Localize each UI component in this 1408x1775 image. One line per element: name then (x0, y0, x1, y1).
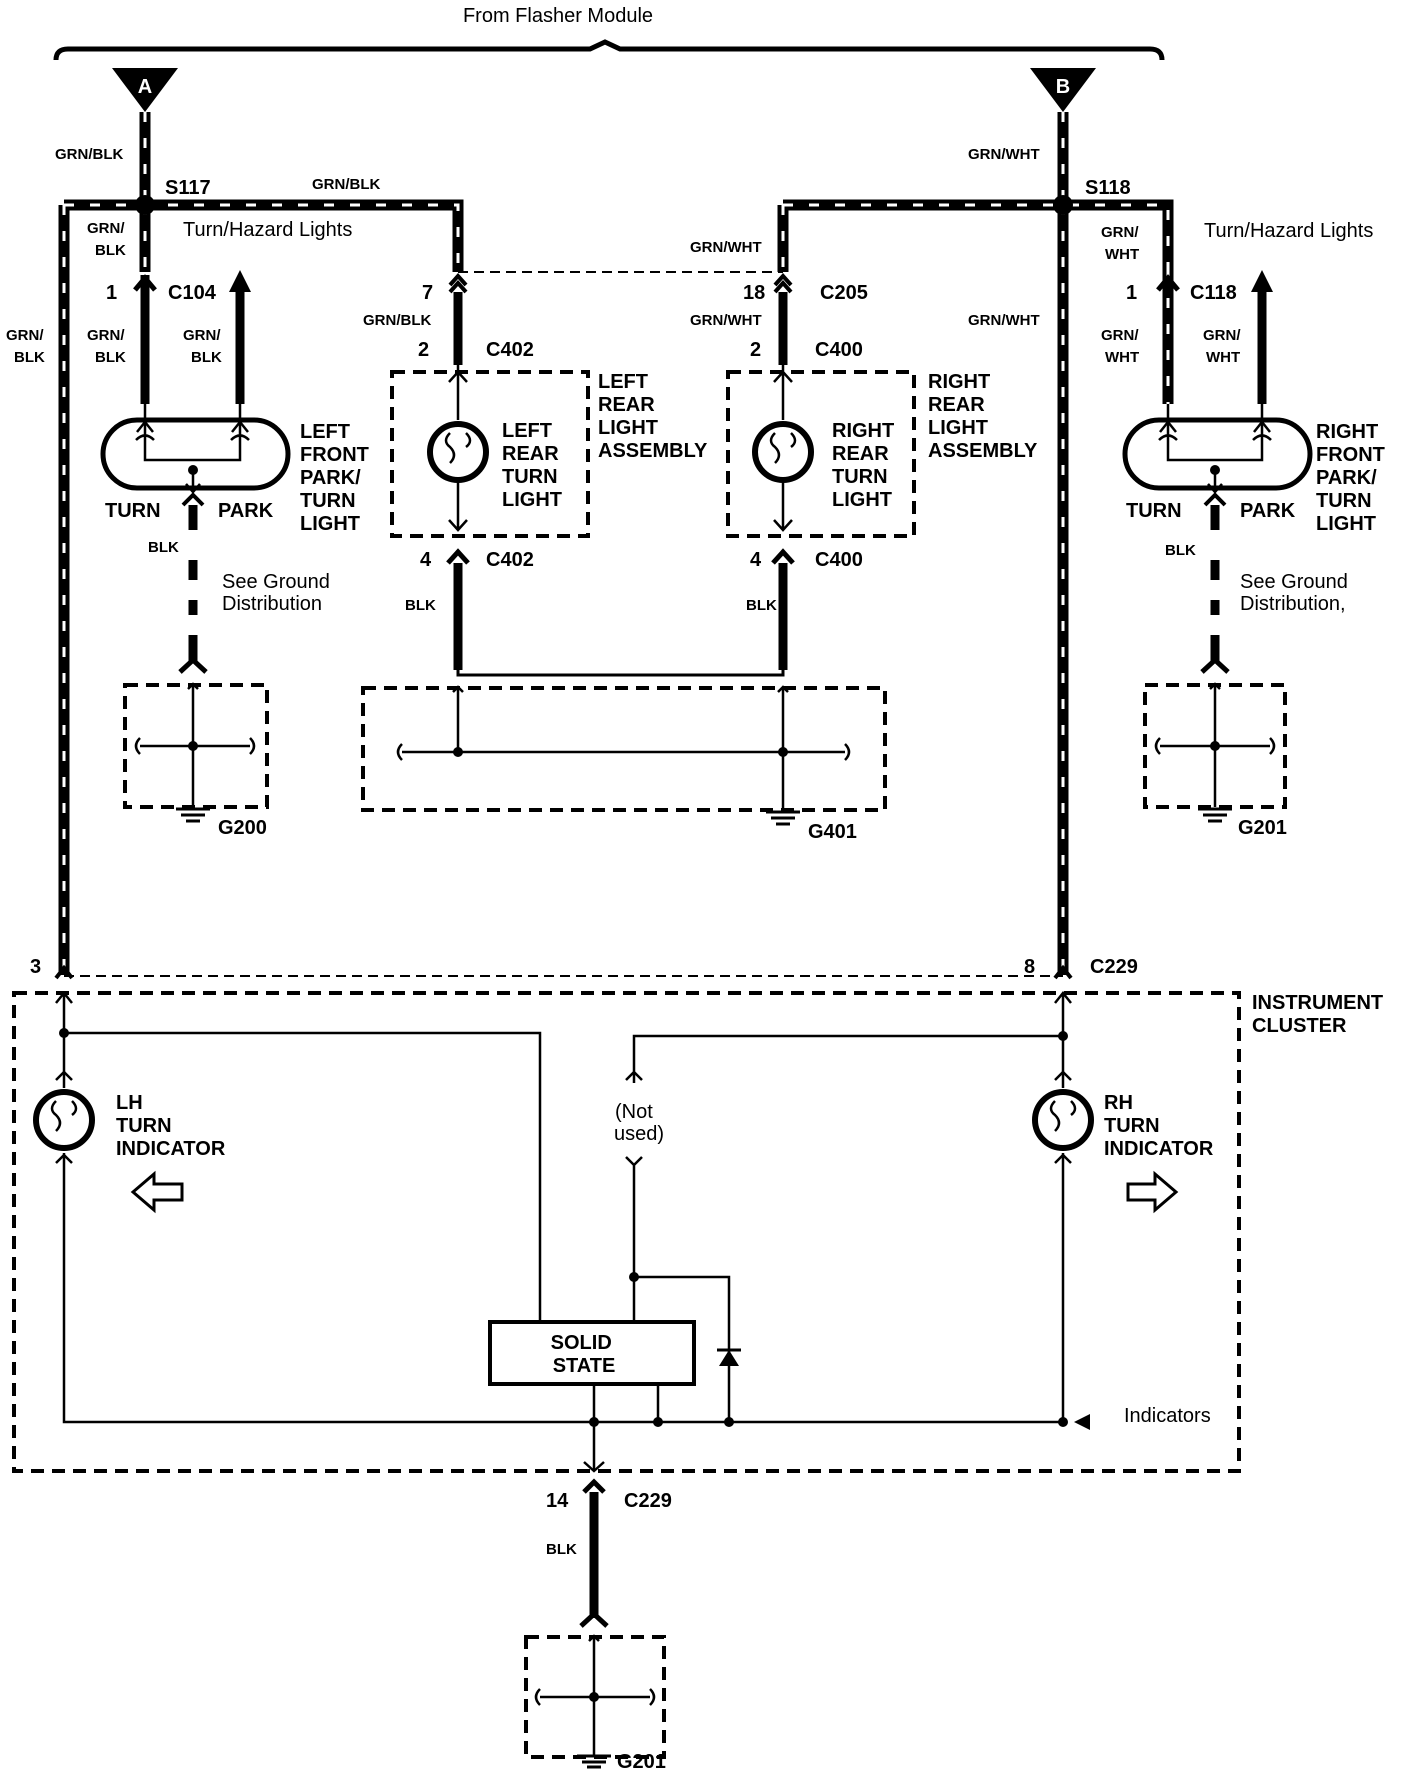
lf-park-label: PARK (218, 500, 274, 522)
ground-g201-right-label: G201 (1238, 817, 1287, 839)
cluster-ground-lead: 14 C229 (546, 1478, 672, 1628)
splice-s117-label: S117 (165, 177, 211, 199)
rf-lamp-name: RIGHT FRONT PARK/ TURN LIGHT (1316, 421, 1390, 535)
wire-label: GRN/WHT (968, 312, 1040, 329)
left-harness-wire (58, 112, 464, 975)
splice-s118 (1053, 195, 1073, 215)
connector-c400-pin-bottom: 4 (750, 549, 762, 571)
wire-label: WHT (1105, 349, 1139, 366)
wire-label: BLK (14, 349, 45, 366)
header-title: From Flasher Module (463, 5, 653, 27)
left-front-park-turn-light: 1 C104 TURN PARK LEFT FRONT PARK/ TURN L… (100, 270, 374, 674)
right-rear-light-assembly: 18 C205 2 C400 RIGHT REAR TURN LIGHT RIG… (726, 272, 1038, 670)
splice-s118-label: S118 (1085, 177, 1131, 199)
wire-label: GRN/BLK (363, 312, 431, 329)
lf-lamp-name: LEFT FRONT PARK/ TURN LIGHT (300, 421, 374, 535)
connector-c229-pin-bottom: 14 (546, 1490, 569, 1512)
wire-label: GRN/BLK (55, 146, 123, 163)
splice-s117 (135, 195, 155, 215)
circuit-label-left: Turn/Hazard Lights (183, 219, 352, 241)
ground-g401: G401 (361, 670, 887, 843)
lr-assembly-name: LEFT REAR LIGHT ASSEMBLY (598, 371, 708, 462)
connector-c229-top: 3 8 C229 (30, 956, 1138, 980)
ground-g201-right: G201 (1143, 682, 1287, 839)
terminal-a: A (112, 68, 178, 112)
connector-c104-label: C104 (168, 282, 217, 304)
lh-turn-indicator: LH TURN INDICATOR (33, 1089, 226, 1214)
wire-label: BLK (546, 1541, 577, 1558)
connector-c402-pin-top: 2 (418, 339, 429, 361)
connector-c402-label-bottom: C402 (486, 549, 534, 571)
connector-c229-label-top: C229 (1090, 956, 1138, 978)
connector-c400-pin-top: 2 (750, 339, 761, 361)
left-rear-light-assembly: 7 2 C402 LEFT REAR TURN LIGHT LEFT REAR … (390, 271, 783, 670)
wire-label: WHT (1105, 246, 1139, 263)
wire-label: GRN/ (183, 327, 221, 344)
ground-g201-bottom: G201 (524, 1634, 666, 1773)
wire-label: BLK (746, 597, 777, 614)
lh-indicator-label: LH TURN INDICATOR (116, 1092, 226, 1160)
connector-c205-pin-right: 18 (743, 282, 765, 304)
wire-label: BLK (95, 349, 126, 366)
wire-label: GRN/ (87, 327, 125, 344)
connector-c229-pin-left: 3 (30, 956, 41, 978)
wire-label: BLK (405, 597, 436, 614)
wire-label: GRN/ (6, 327, 44, 344)
connector-c205-label: C205 (820, 282, 868, 304)
wire-label: WHT (1206, 349, 1240, 366)
wire-label: GRN/ (87, 220, 125, 237)
flasher-module-bracket: From Flasher Module (53, 5, 1165, 61)
connector-c205-pin-left: 7 (422, 282, 433, 304)
wire-label: GRN/BLK (312, 176, 380, 193)
terminal-b: B (1030, 68, 1096, 112)
lr-lamp-name: LEFT REAR TURN LIGHT (502, 420, 564, 511)
wire-label: GRN/WHT (690, 312, 762, 329)
connector-c118-pin: 1 (1126, 282, 1137, 304)
wire-label: BLK (148, 539, 179, 556)
ground-g200-label: G200 (218, 817, 267, 839)
left-arrow-icon (130, 1170, 184, 1214)
connector-c229-label-bottom: C229 (624, 1490, 672, 1512)
wire-label: GRN/ (1203, 327, 1241, 344)
connector-c400-label-top: C400 (815, 339, 863, 361)
not-used-label: (Not used) (614, 1101, 664, 1145)
right-front-park-turn-light: 1 C118 TURN PARK RIGHT FRONT PARK/ TURN … (1122, 270, 1390, 674)
connector-c402-pin-bottom: 4 (420, 549, 432, 571)
indicators-label: Indicators (1124, 1405, 1211, 1427)
solid-state-label: SOLID STATE (551, 1332, 618, 1377)
rf-turn-label: TURN (1126, 500, 1182, 522)
rr-assembly-name: RIGHT REAR LIGHT ASSEMBLY (928, 371, 1038, 462)
svg-text:A: A (138, 76, 152, 98)
connector-c402-label-top: C402 (486, 339, 534, 361)
wire-label: BLK (95, 242, 126, 259)
ground-g200: G200 (123, 682, 269, 839)
connector-c104-pin: 1 (106, 282, 117, 304)
connector-c229-pin-right: 8 (1024, 956, 1035, 978)
rh-indicator-label: RH TURN INDICATOR (1104, 1092, 1214, 1160)
connector-c400-label-bottom: C400 (815, 549, 863, 571)
ground-note-left: See Ground Distribution (222, 571, 335, 615)
wire-label: GRN/WHT (690, 239, 762, 256)
wire-label: BLK (1165, 542, 1196, 559)
rf-park-label: PARK (1240, 500, 1296, 522)
rr-lamp-name: RIGHT REAR TURN LIGHT (832, 420, 900, 511)
connector-c118-label: C118 (1190, 282, 1237, 304)
rh-turn-indicator: RH TURN INDICATOR (1032, 1089, 1214, 1214)
wire-label: GRN/ (1101, 327, 1139, 344)
ground-note-right: See Ground Distribution, (1240, 571, 1353, 615)
wire-label: GRN/WHT (968, 146, 1040, 163)
lf-turn-label: TURN (105, 500, 161, 522)
right-arrow-icon (1126, 1170, 1179, 1214)
ground-g201-bottom-label: G201 (617, 1751, 666, 1770)
wire-label: BLK (191, 349, 222, 366)
right-harness-wire (777, 112, 1174, 975)
instrument-cluster: INSTRUMENT CLUSTER Indicators (Not use (12, 990, 1389, 1473)
ground-g401-label: G401 (808, 821, 857, 843)
svg-text:B: B (1056, 76, 1070, 98)
solid-state-module: SOLID STATE (488, 1320, 696, 1386)
cluster-name: INSTRUMENT CLUSTER (1252, 992, 1389, 1037)
wire-label: GRN/ (1101, 224, 1139, 241)
circuit-label-right: Turn/Hazard Lights (1204, 220, 1373, 242)
